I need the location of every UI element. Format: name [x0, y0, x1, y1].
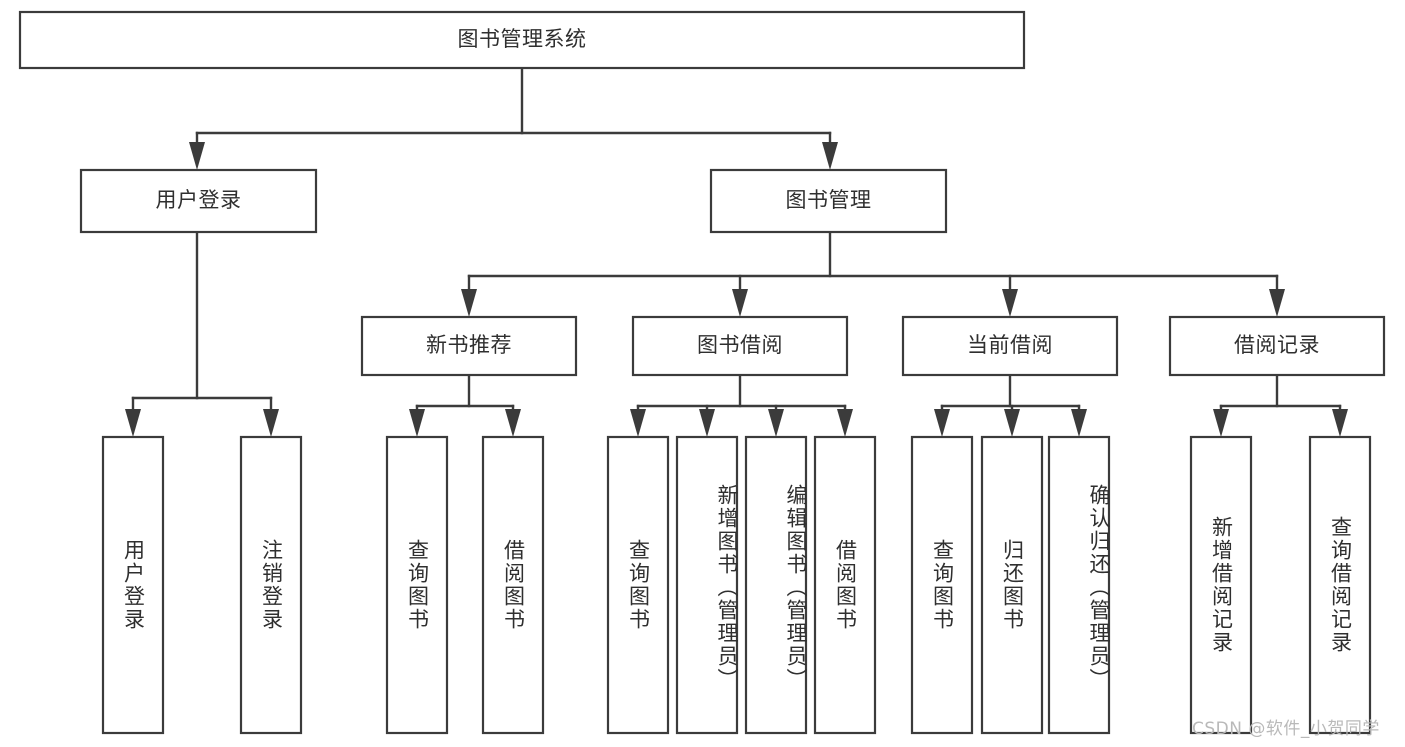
node-leaf-query-book-3-box[interactable]	[910, 435, 974, 735]
node-new-book-recommend-box[interactable]	[360, 315, 578, 377]
node-leaf-user-login-box[interactable]	[101, 435, 165, 735]
arrow-bm-to-recommend-icon	[461, 289, 477, 317]
node-leaf-query-record-box[interactable]	[1308, 435, 1372, 735]
connector-group-book-management	[461, 230, 1285, 317]
node-leaf-query-book-2-box[interactable]	[606, 435, 670, 735]
connector-group-current	[934, 373, 1087, 437]
node-leaf-query-book-1-box[interactable]	[385, 435, 449, 735]
connector-group-user-login	[125, 230, 279, 437]
connector-group-record	[1213, 373, 1348, 437]
connector-group-borrow	[630, 373, 853, 437]
arrow-recommend-leaf2-icon	[505, 409, 521, 437]
node-book-management-box[interactable]	[709, 168, 948, 234]
node-leaf-edit-book-box[interactable]	[744, 435, 808, 735]
node-leaf-borrow-book-1-box[interactable]	[481, 435, 545, 735]
arrow-borrow-leaf3-icon	[768, 409, 784, 437]
arrow-bm-to-current-icon	[1002, 289, 1018, 317]
node-current-borrow-box[interactable]	[901, 315, 1119, 377]
node-leaf-user-logout-box[interactable]	[239, 435, 303, 735]
arrow-user-login-leaf2-icon	[263, 409, 279, 437]
node-leaf-return-book-box[interactable]	[980, 435, 1044, 735]
arrow-borrow-leaf4-icon	[837, 409, 853, 437]
arrow-root-to-book-management-icon	[822, 142, 838, 170]
arrow-record-leaf1-icon	[1213, 409, 1229, 437]
arrow-current-leaf3-icon	[1071, 409, 1087, 437]
node-borrow-record-box[interactable]	[1168, 315, 1386, 377]
arrow-borrow-leaf2-icon	[699, 409, 715, 437]
connector-group-root	[189, 66, 838, 170]
arrow-bm-to-borrow-icon	[732, 289, 748, 317]
node-leaf-add-book-box[interactable]	[675, 435, 739, 735]
connector-group-recommend	[409, 373, 521, 437]
arrow-root-to-user-login-icon	[189, 142, 205, 170]
node-leaf-borrow-book-2-box[interactable]	[813, 435, 877, 735]
arrow-bm-to-record-icon	[1269, 289, 1285, 317]
arrow-recommend-leaf1-icon	[409, 409, 425, 437]
arrow-record-leaf2-icon	[1332, 409, 1348, 437]
node-book-borrow-box[interactable]	[631, 315, 849, 377]
arrow-user-login-leaf1-icon	[125, 409, 141, 437]
arrow-current-leaf2-icon	[1004, 409, 1020, 437]
arrow-borrow-leaf1-icon	[630, 409, 646, 437]
node-root-box[interactable]	[18, 10, 1026, 70]
node-user-login-box[interactable]	[79, 168, 318, 234]
watermark-label: CSDN @软件_小贺同学	[1192, 719, 1380, 739]
node-leaf-confirm-return-box[interactable]	[1047, 435, 1111, 735]
arrow-current-leaf1-icon	[934, 409, 950, 437]
node-leaf-add-record-box[interactable]	[1189, 435, 1253, 735]
